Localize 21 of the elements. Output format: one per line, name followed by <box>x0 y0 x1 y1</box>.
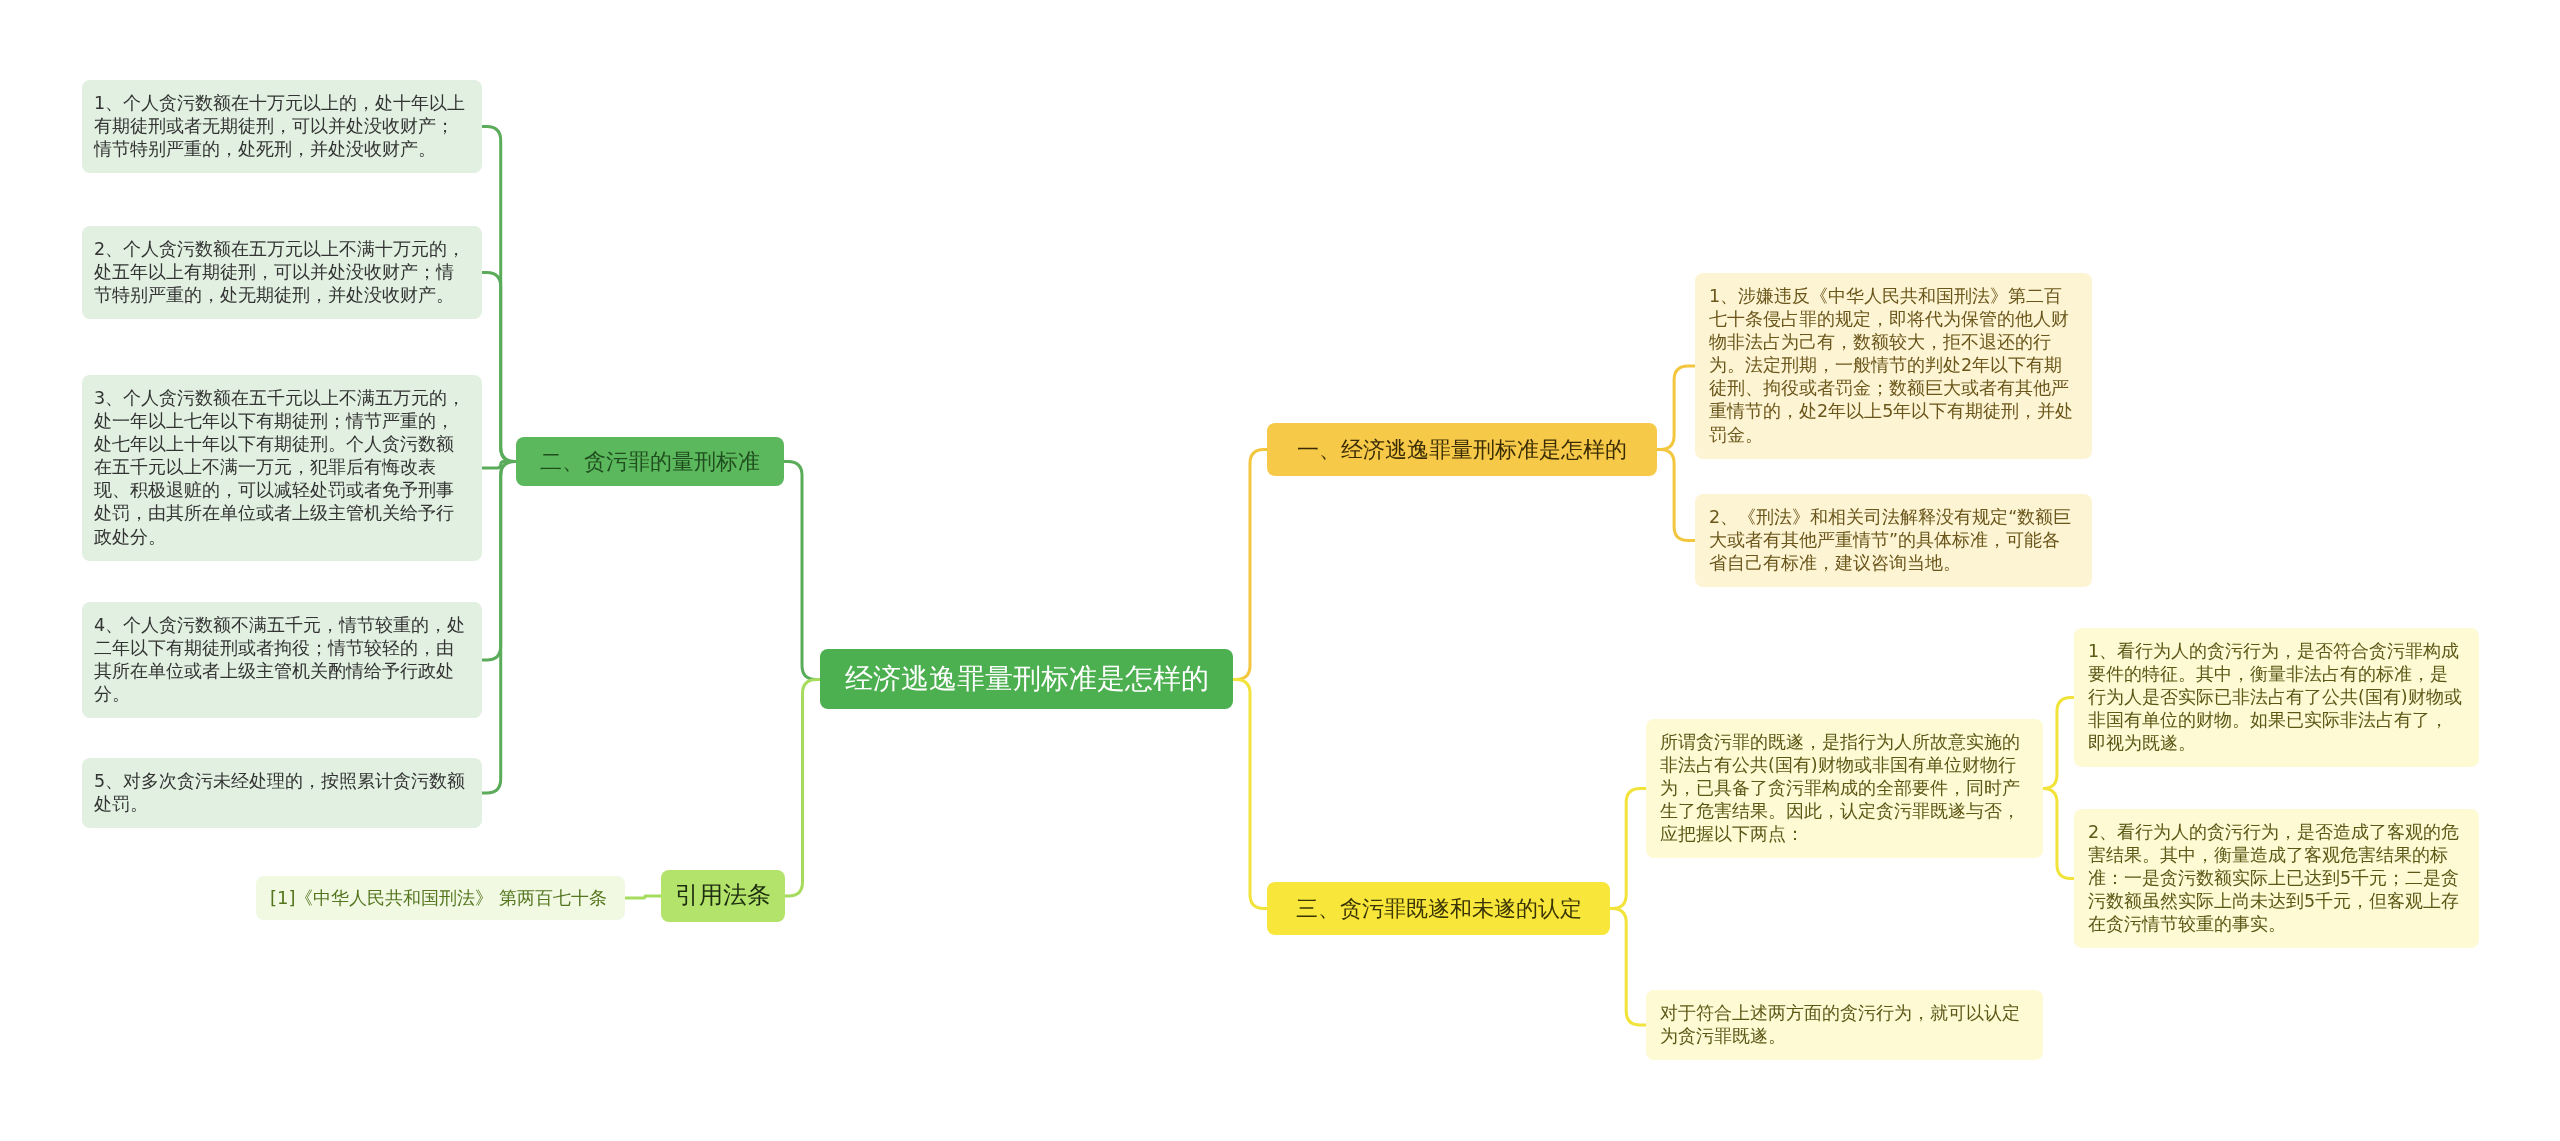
note-box: 2、看行为人的贪污行为，是否造成了客观的危害结果。其中，衡量造成了客观危害结果的标准：一是贪污数额实际上已达到5千元；二是贪污数额虽然实际上尚未达到5千元，但客观上存在贪污情节较重的事实。 <box>2074 808 2479 948</box>
branch-box: 一、经济逃逸罪量刑标准是怎样的 <box>1267 422 1657 476</box>
note-box: 所谓贪污罪的既遂，是指行为人所故意实施的非法占有公共(国有)财物或非国有单位财物行为，已具备了贪污罪构成的全部要件，同时产生了危害结果。因此，认定贪污罪既遂与否，应把握以下两点： <box>1646 718 2043 858</box>
note-box: 1、个人贪污数额在十万元以上的，处十年以上有期徒刑或者无期徒刑，可以并处没收财产；情节特别严重的，处死刑，并处没收财产。 <box>82 79 482 173</box>
connector-line <box>625 894 661 900</box>
note-box: 4、个人贪污数额不满五千元，情节较重的，处二年以下有期徒刑或者拘役；情节较轻的，由其所在单位或者上级主管机关酌情给予行政处分。 <box>82 602 482 719</box>
note-box: 3、个人贪污数额在五千元以上不满五万元的，处一年以上七年以下有期徒刑；情节严重的，处七年以上十年以下有期徒刑。个人贪污数额在五千元以上不满一万元，犯罪后有悔改表现、积极退赃的，可以减轻处罚或者免予刑事处罚，由其所在单位或者上级主管机关给予行政处分。 <box>82 375 482 561</box>
central-topic-box: 经济逃逸罪量刑标准是怎样的 <box>820 648 1233 710</box>
branch-box: 三、贪污罪既遂和未遂的认定 <box>1267 881 1610 935</box>
note-box: 1、涉嫌违反《中华人民共和国刑法》第二百七十条侵占罪的规定，即将代为保管的他人财物非法占为己有，数额较大，拒不退还的行为。法定刑期，一般情节的判处2年以下有期徒刑、拘役或者罚金；数额巨大或者有其他严重情节的，处2年以上5年以下有期徒刑，并处罚金。 <box>1695 273 2092 459</box>
note-box: 2、《刑法》和相关司法解释没有规定“数额巨大或者有其他严重情节”的具体标准，可能各省自己有标准，建议咨询当地。 <box>1695 493 2092 587</box>
branch-box: 二、贪污罪的量刑标准 <box>516 436 784 486</box>
note-box: 2、个人贪污数额在五万元以上不满十万元的，处五年以上有期徒刑，可以并处没收财产；情节特别严重的，处无期徒刑，并处没收财产。 <box>82 225 482 319</box>
connector-line <box>2041 787 2074 880</box>
connector-line <box>1610 907 1646 1027</box>
connector-line <box>482 460 517 795</box>
note-box: [1]《中华人民共和国刑法》 第两百七十条 <box>256 876 625 920</box>
branch-box: 引用法条 <box>661 870 785 922</box>
note-box: 1、看行为人的贪污行为，是否符合贪污罪构成要件的特征。其中，衡量非法占有的标准，是行为人是否实际已非法占有了公共(国有)财物或非国有单位的财物。如果已实际非法占有了，即视为既遂。 <box>2074 627 2479 767</box>
note-box: 5、对多次贪污未经处理的，按照累计贪污数额处罚。 <box>82 758 482 829</box>
note-box: 对于符合上述两方面的贪污行为，就可以认定为贪污罪既遂。 <box>1646 990 2043 1061</box>
